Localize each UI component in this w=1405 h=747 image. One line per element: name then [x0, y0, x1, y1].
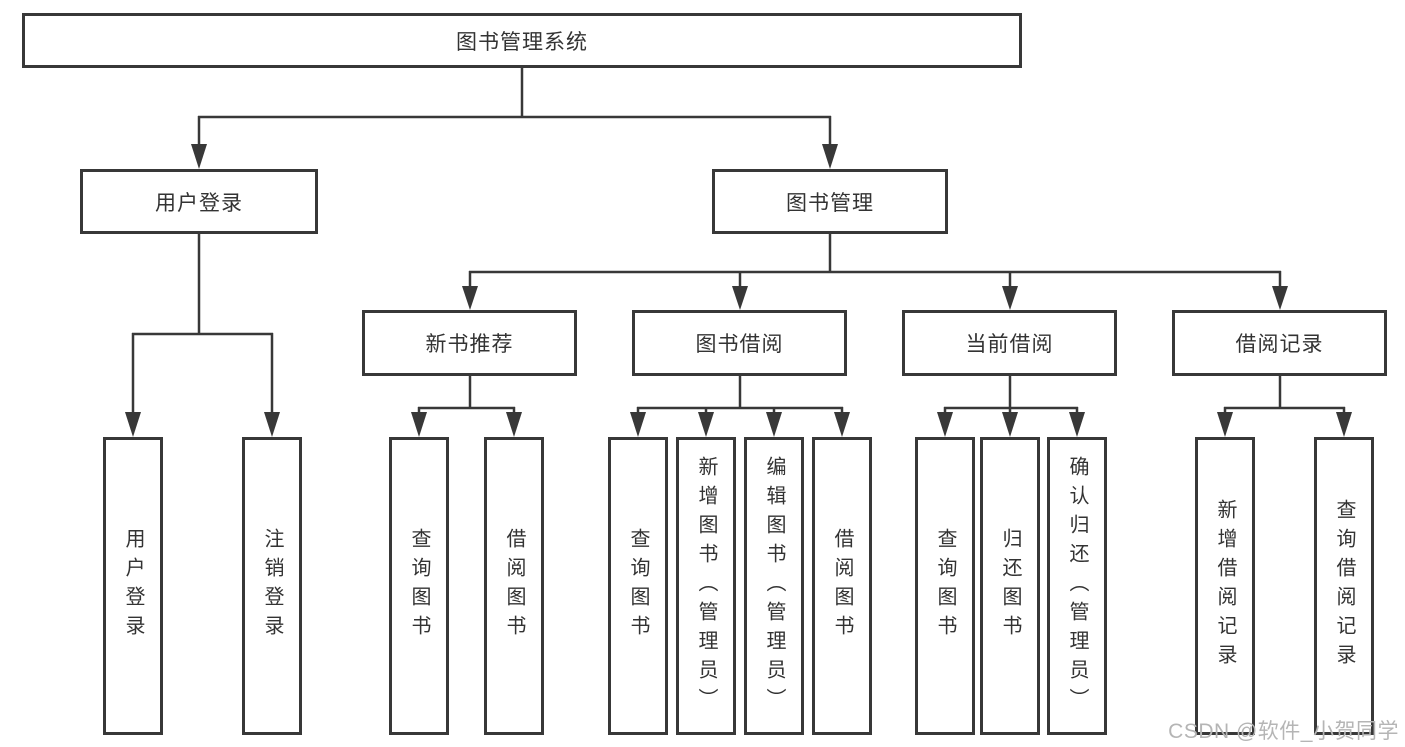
csdn-watermark: CSDN @软件_小贺同学 — [1168, 720, 1399, 743]
leaf-label: 新增借阅记录 — [1214, 499, 1236, 673]
leaf-label: 编辑图书（管理员） — [763, 455, 785, 717]
leaf-add-books-admin: 新增图书（管理员） — [676, 437, 736, 735]
node-user-login: 用户登录 — [80, 169, 318, 234]
leaf-label: 查询借阅记录 — [1333, 499, 1355, 673]
leaf-borrow-books: 借阅图书 — [484, 437, 544, 735]
leaf-query-books: 查询图书 — [915, 437, 975, 735]
leaf-confirm-return-admin: 确认归还（管理员） — [1047, 437, 1107, 735]
leaf-user-login: 用户登录 — [103, 437, 163, 735]
leaf-borrow-books: 借阅图书 — [812, 437, 872, 735]
leaf-label: 查询图书 — [934, 528, 956, 644]
node-label: 图书管理系统 — [456, 30, 588, 54]
node-borrow-records: 借阅记录 — [1172, 310, 1387, 376]
leaf-return-books: 归还图书 — [980, 437, 1040, 735]
leaf-edit-books-admin: 编辑图书（管理员） — [744, 437, 804, 735]
node-label: 当前借阅 — [965, 333, 1054, 356]
leaf-logout: 注销登录 — [242, 437, 302, 735]
node-label: 图书借阅 — [695, 333, 784, 356]
leaf-label: 借阅图书 — [831, 528, 853, 644]
leaf-label: 确认归还（管理员） — [1066, 455, 1088, 717]
node-label: 图书管理 — [786, 191, 874, 215]
node-label: 新书推荐 — [425, 333, 514, 356]
leaf-query-books: 查询图书 — [608, 437, 668, 735]
leaf-label: 用户登录 — [122, 528, 144, 644]
node-book-borrow: 图书借阅 — [632, 310, 847, 376]
leaf-query-borrow-record: 查询借阅记录 — [1314, 437, 1374, 735]
leaf-label: 新增图书（管理员） — [695, 455, 717, 717]
node-current-borrow: 当前借阅 — [902, 310, 1117, 376]
leaf-query-books: 查询图书 — [389, 437, 449, 735]
node-library-management-system: 图书管理系统 — [22, 13, 1022, 68]
node-book-management: 图书管理 — [712, 169, 948, 234]
leaf-label: 注销登录 — [261, 528, 283, 644]
leaf-add-borrow-record: 新增借阅记录 — [1195, 437, 1255, 735]
leaf-label: 查询图书 — [408, 528, 430, 644]
leaf-label: 借阅图书 — [503, 528, 525, 644]
node-new-book-recommend: 新书推荐 — [362, 310, 577, 376]
leaf-label: 归还图书 — [999, 528, 1021, 644]
node-label: 用户登录 — [155, 191, 243, 215]
node-label: 借阅记录 — [1235, 333, 1324, 356]
leaf-label: 查询图书 — [627, 528, 649, 644]
